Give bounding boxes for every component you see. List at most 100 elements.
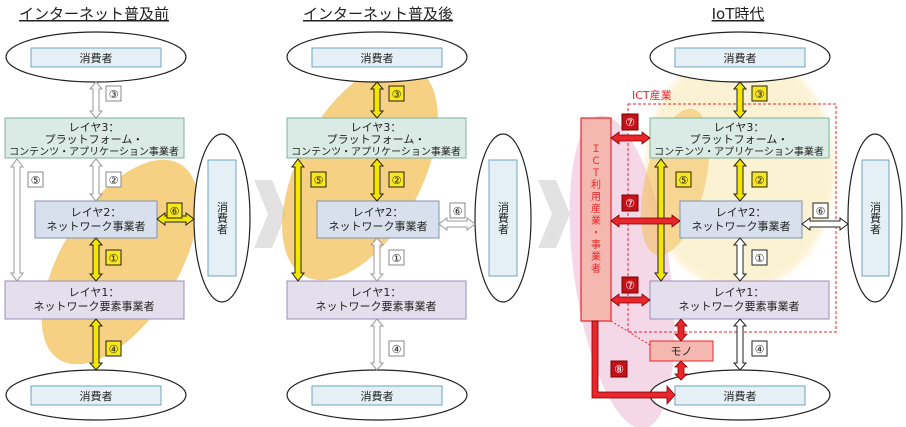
consumer-side-label: 消費者 bbox=[869, 200, 882, 235]
consumer-side-box bbox=[207, 159, 237, 277]
ict-char: 用 bbox=[591, 192, 601, 203]
badge-4 bbox=[751, 340, 768, 357]
layer1-line1: レイヤ1： bbox=[69, 286, 120, 299]
badge-8 bbox=[610, 360, 628, 378]
arrow-3 bbox=[88, 81, 104, 119]
consumer-bottom-box bbox=[30, 385, 162, 406]
panel-title: インターネット普及後 bbox=[303, 5, 453, 23]
ict-char: ・ bbox=[591, 228, 601, 239]
ict-char: 事 bbox=[591, 238, 601, 251]
panel-before-internet: インターネット普及前 消費者 レイヤ3： プラットフォーム・ コンテンツ・アプリ… bbox=[4, 5, 251, 421]
layer1-line2: ネットワーク要素事業者 bbox=[316, 300, 437, 313]
chevron-arrow-1 bbox=[254, 180, 286, 248]
badge-6-label: ⑥ bbox=[453, 205, 463, 218]
layer3-line2: プラットフォーム・ bbox=[45, 133, 144, 146]
badge-5 bbox=[675, 171, 692, 188]
arrow-8 bbox=[591, 320, 676, 406]
layer3-line2: プラットフォーム・ bbox=[327, 133, 426, 146]
ict-user-label: Ｉ Ｃ Ｔ 利 用 産 業 ・ 事 業 者 bbox=[591, 144, 601, 275]
arrow-6 bbox=[801, 217, 849, 231]
panel-iot-era: IoT時代 ICT産業 消費者 レイヤ3： プラットフォーム・ コンテンツ・アプ… bbox=[569, 5, 903, 427]
ict-char: Ｃ bbox=[591, 156, 601, 167]
consumer-side-label: 消費者 bbox=[216, 200, 229, 235]
panel-title: IoT時代 bbox=[712, 5, 765, 23]
badge-3-label: ③ bbox=[755, 88, 765, 101]
badge-2-label: ② bbox=[109, 174, 119, 187]
ict-char: Ｉ bbox=[591, 144, 601, 155]
badge-4-label: ④ bbox=[109, 343, 119, 356]
badge-3-label: ③ bbox=[392, 88, 402, 101]
layer3-box bbox=[4, 117, 185, 159]
chevron-arrow-2 bbox=[538, 180, 570, 248]
arrow-7-layer1 bbox=[610, 293, 651, 307]
layer2-box bbox=[316, 200, 440, 239]
layer1-box bbox=[286, 280, 467, 320]
panel-after-internet: インターネット普及後 消費者 レイヤ3： プラットフォーム・ コンテンツ・アプリ… bbox=[282, 5, 532, 421]
ict-char: 者 bbox=[591, 263, 601, 275]
badge-6 bbox=[166, 202, 183, 219]
badge-1 bbox=[751, 249, 768, 266]
consumer-top-box bbox=[311, 47, 443, 68]
badge-1 bbox=[105, 249, 122, 266]
ict-char: 利 bbox=[591, 179, 601, 191]
layer1-line1: レイヤ1： bbox=[714, 286, 765, 299]
badge-1 bbox=[388, 249, 405, 266]
badge-6 bbox=[449, 202, 466, 219]
consumer-top-box bbox=[30, 47, 162, 68]
arrow-5 bbox=[291, 158, 305, 282]
arrow-4 bbox=[732, 318, 748, 371]
consumer-bottom-box bbox=[311, 385, 443, 406]
badge-5-label: ⑤ bbox=[314, 174, 324, 187]
badge-6 bbox=[812, 202, 829, 219]
badge-4 bbox=[105, 340, 122, 357]
layer2-line1: レイヤ2： bbox=[71, 206, 122, 219]
consumer-side-box bbox=[488, 159, 518, 277]
mono-label: モノ bbox=[671, 345, 693, 358]
layer3-line2: プラットフォーム・ bbox=[690, 133, 789, 146]
arrow-1 bbox=[88, 237, 104, 282]
layer3-line1: レイヤ3： bbox=[351, 121, 402, 134]
badge-7-bottom bbox=[621, 276, 639, 294]
layer1-line2: ネットワーク要素事業者 bbox=[679, 300, 800, 313]
arrow-6 bbox=[156, 212, 195, 226]
layer1-box bbox=[649, 280, 830, 320]
badge-2 bbox=[388, 171, 405, 188]
layer3-line1: レイヤ3： bbox=[714, 121, 765, 134]
arrow-mono-down bbox=[674, 360, 688, 381]
layer3-line3: コンテンツ・アプリケーション事業者 bbox=[291, 145, 461, 158]
badge-7-mid-label: ⑦ bbox=[625, 197, 635, 210]
badge-2 bbox=[105, 171, 122, 188]
arrow-4 bbox=[88, 318, 104, 371]
consumer-bottom-label: 消費者 bbox=[80, 389, 113, 403]
badge-7-bottom-label: ⑦ bbox=[625, 279, 635, 292]
badge-7-top-label: ⑦ bbox=[625, 116, 635, 129]
badge-3 bbox=[388, 85, 405, 102]
arrow-mono-up bbox=[674, 318, 688, 342]
arrow-7-layer3 bbox=[610, 131, 651, 145]
badge-1-label: ① bbox=[392, 252, 402, 265]
layer2-line1: レイヤ2： bbox=[353, 206, 404, 219]
badge-1-label: ① bbox=[109, 252, 119, 265]
arrow-7-layer2 bbox=[610, 214, 681, 228]
layer1-line2: ネットワーク要素事業者 bbox=[34, 300, 155, 313]
arrow-2 bbox=[732, 158, 748, 202]
badge-6-label: ⑥ bbox=[816, 205, 826, 218]
ict-char: Ｔ bbox=[591, 168, 601, 179]
arrow-1 bbox=[369, 237, 385, 282]
consumer-side-label: 消費者 bbox=[497, 200, 510, 235]
layer3-line1: レイヤ3： bbox=[69, 121, 120, 134]
layer3-line3: コンテンツ・アプリケーション事業者 bbox=[9, 145, 179, 158]
badge-7-mid bbox=[621, 194, 639, 212]
ict-char: 業 bbox=[591, 250, 601, 263]
badge-4-label: ④ bbox=[755, 343, 765, 356]
layer2-line2: ネットワーク事業者 bbox=[329, 220, 428, 233]
arrow-2 bbox=[369, 158, 385, 202]
arrow-6 bbox=[438, 217, 476, 231]
ict-user-box bbox=[580, 117, 612, 322]
arrow-1 bbox=[732, 237, 748, 282]
layer3-line3: コンテンツ・アプリケーション事業者 bbox=[654, 145, 824, 158]
consumer-bottom-label: 消費者 bbox=[724, 389, 757, 403]
badge-3 bbox=[105, 85, 122, 102]
